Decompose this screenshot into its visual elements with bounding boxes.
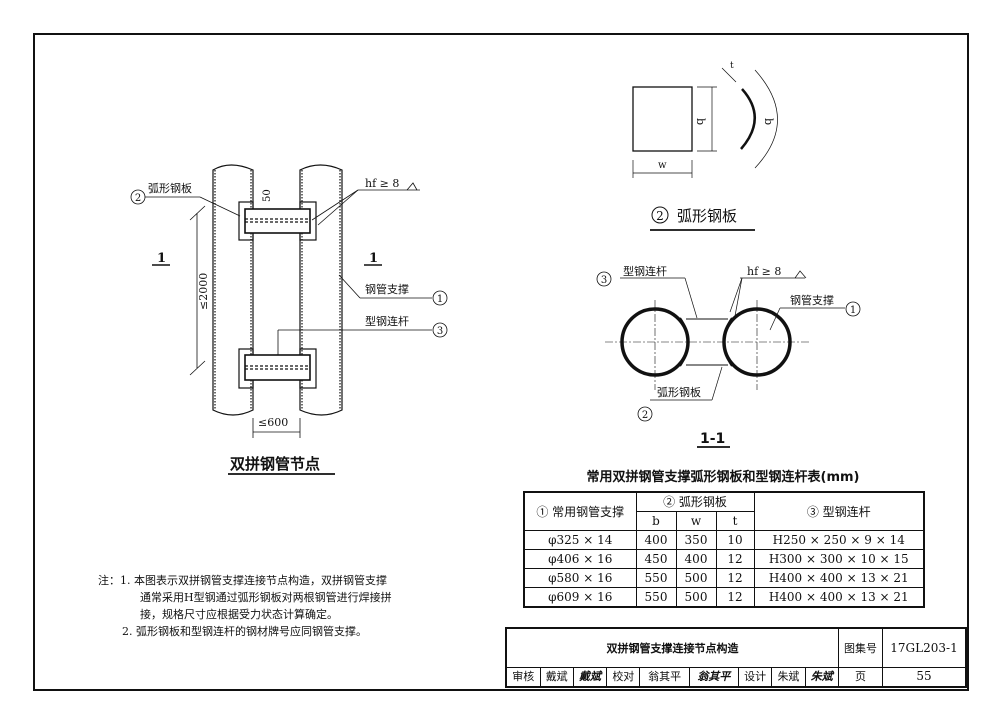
section-pipe-num: 1 xyxy=(850,305,856,316)
section-1-1 xyxy=(596,270,861,448)
plate-label: 弧形钢板 xyxy=(148,181,192,195)
header-b: b xyxy=(635,511,677,531)
page-number: 55 xyxy=(882,667,967,687)
header-t: t xyxy=(715,511,755,531)
design-label: 设计 xyxy=(737,667,773,687)
header-plate: ② 弧形钢板 xyxy=(635,491,755,512)
dim-height: ≤2000 xyxy=(197,273,210,310)
dim-w: w xyxy=(658,160,667,171)
atlas-label: 图集号 xyxy=(838,627,883,668)
review-label: 审核 xyxy=(505,667,541,687)
cell-pipe: φ580 × 16 xyxy=(523,568,637,588)
check-label: 校对 xyxy=(606,667,641,687)
atlas-number: 17GL203-1 xyxy=(882,627,967,668)
double-pipe-elevation xyxy=(130,164,448,475)
sheet-border xyxy=(33,33,969,691)
title-block: 双拼钢管支撑连接节点构造 图集号 17GL203-1 审核 戴斌 戴斌 校对 翁… xyxy=(505,627,967,688)
section-title: 1-1 xyxy=(700,431,725,447)
cell-link: H400 × 400 × 13 × 21 xyxy=(753,587,925,608)
designer-signature: 朱斌 xyxy=(804,667,840,687)
pipe-label: 钢管支撑 xyxy=(365,282,409,296)
cell-t: 12 xyxy=(715,549,755,569)
cell-t: 12 xyxy=(715,568,755,588)
reviewer: 戴斌 xyxy=(539,667,574,687)
cell-w: 350 xyxy=(675,530,717,550)
lower-link xyxy=(244,354,311,381)
section-mark-left: 1 xyxy=(157,251,166,266)
section-pipe-label: 钢管支撑 xyxy=(790,293,834,307)
header-w: w xyxy=(675,511,717,531)
upper-link xyxy=(244,208,311,234)
notes-prefix: 注：1. xyxy=(98,574,131,587)
pipe-num: 1 xyxy=(437,294,443,305)
page-label: 页 xyxy=(838,667,883,687)
weld-label: hf ≥ 8 xyxy=(365,177,399,190)
header-link: ③ 型钢连杆 xyxy=(753,491,925,531)
cell-w: 500 xyxy=(675,587,717,608)
dim-b-arc: b xyxy=(762,118,775,125)
cell-link: H300 × 300 × 10 × 15 xyxy=(753,549,925,569)
left-pipe xyxy=(212,164,254,416)
section-plate-num: 2 xyxy=(642,410,648,421)
notes: 注：1. 本图表示双拼钢管支撑连接节点构造，双拼钢管支撑 通常采用H型钢通过弧形… xyxy=(98,572,392,640)
cell-w: 400 xyxy=(675,549,717,569)
cell-b: 550 xyxy=(635,587,677,608)
left-view-title: 双拼钢管节点 xyxy=(230,455,320,473)
link-label: 型钢连杆 xyxy=(365,314,409,328)
cell-link: H250 × 250 × 9 × 14 xyxy=(753,530,925,550)
cell-b: 400 xyxy=(635,530,677,550)
section-link-label: 型钢连杆 xyxy=(623,264,667,278)
table-title: 常用双拼钢管支撑弧形钢板和型钢连杆表(mm) xyxy=(586,470,860,485)
plate-arc xyxy=(740,88,756,150)
right-pipe xyxy=(299,164,343,416)
drawing-title: 双拼钢管支撑连接节点构造 xyxy=(505,627,839,668)
note-2: 2. 弧形钢板和型钢连杆的钢材牌号应同钢管支撑。 xyxy=(122,625,367,638)
cell-b: 550 xyxy=(635,568,677,588)
section-plate-label: 弧形钢板 xyxy=(657,385,701,399)
cell-b: 450 xyxy=(635,549,677,569)
cell-pipe: φ325 × 14 xyxy=(523,530,637,550)
cell-link: H400 × 400 × 13 × 21 xyxy=(753,568,925,588)
dim-50: 50 xyxy=(262,189,273,202)
reviewer-signature: 戴斌 xyxy=(572,667,608,687)
header-pipe: ① 常用钢管支撑 xyxy=(523,491,637,531)
checker: 翁其平 xyxy=(639,667,690,687)
cell-w: 500 xyxy=(675,568,717,588)
designer: 朱斌 xyxy=(771,667,806,687)
note-1-line-3: 接，规格尺寸应根据受力状态计算确定。 xyxy=(140,608,338,621)
checker-signature: 翁其平 xyxy=(688,667,739,687)
section-mark-right: 1 xyxy=(369,251,378,266)
section-weld: hf ≥ 8 xyxy=(747,265,781,278)
dim-b: b xyxy=(694,118,707,125)
link-num: 3 xyxy=(437,326,443,337)
note-1-line-1: 本图表示双拼钢管支撑连接节点构造，双拼钢管支撑 xyxy=(134,574,387,587)
section-link-num: 3 xyxy=(601,275,607,286)
plate-flat xyxy=(632,86,693,152)
dim-t: t xyxy=(730,61,734,71)
arc-plate-detail xyxy=(632,67,778,231)
plate-title: 弧形钢板 xyxy=(677,207,737,225)
note-1-line-2: 通常采用H型钢通过弧形钢板对两根钢管进行焊接拼 xyxy=(140,591,392,604)
cell-pipe: φ609 × 16 xyxy=(523,587,637,608)
cell-t: 12 xyxy=(715,587,755,608)
cell-t: 10 xyxy=(715,530,755,550)
plate-title-num: 2 xyxy=(656,209,664,223)
dim-gap: ≤600 xyxy=(258,416,288,429)
cell-pipe: φ406 × 16 xyxy=(523,549,637,569)
plate-num: 2 xyxy=(135,193,141,204)
